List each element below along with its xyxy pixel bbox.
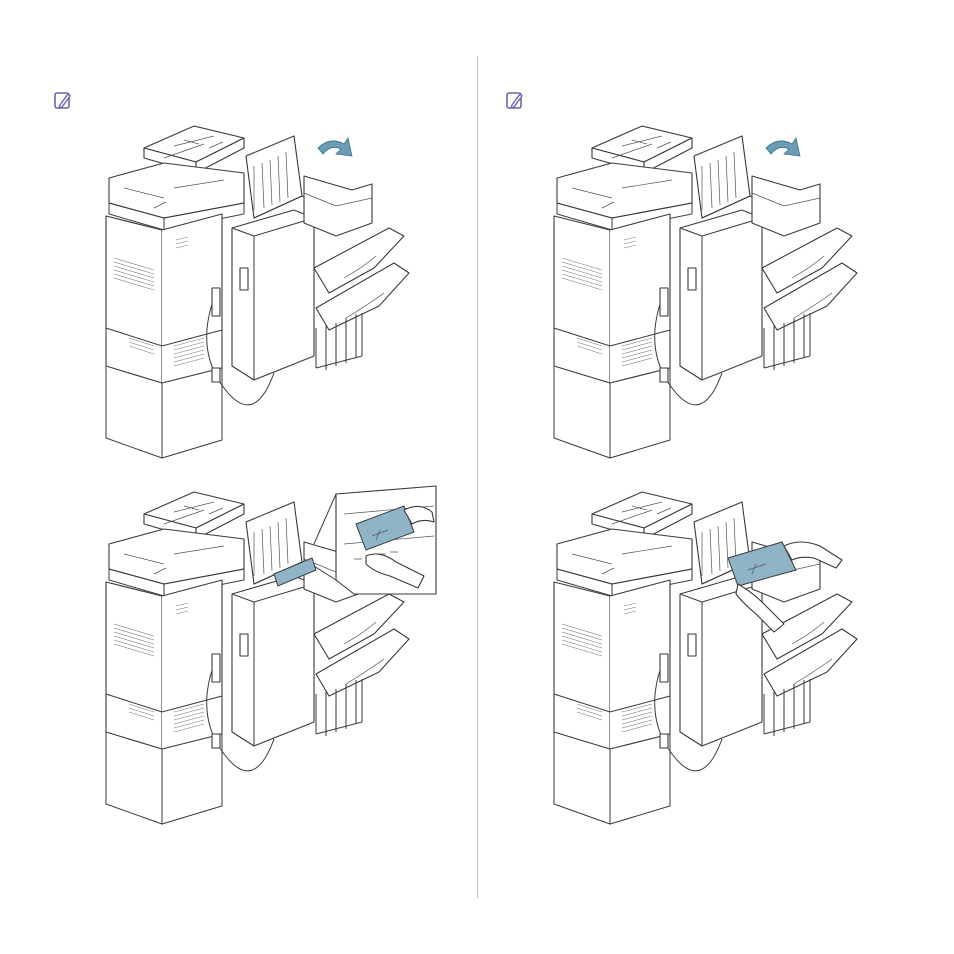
finisher-cover-open-illustration bbox=[552, 118, 892, 463]
remove-jammed-paper-zoom-illustration bbox=[104, 484, 444, 829]
open-direction-arrow bbox=[766, 138, 800, 156]
note-pencil-icon bbox=[53, 91, 73, 111]
finisher-cover-open-illustration bbox=[104, 118, 444, 463]
note-pencil-icon bbox=[505, 91, 525, 111]
column-divider bbox=[477, 56, 478, 898]
remove-jammed-paper-illustration bbox=[552, 484, 892, 829]
open-direction-arrow bbox=[318, 138, 352, 156]
